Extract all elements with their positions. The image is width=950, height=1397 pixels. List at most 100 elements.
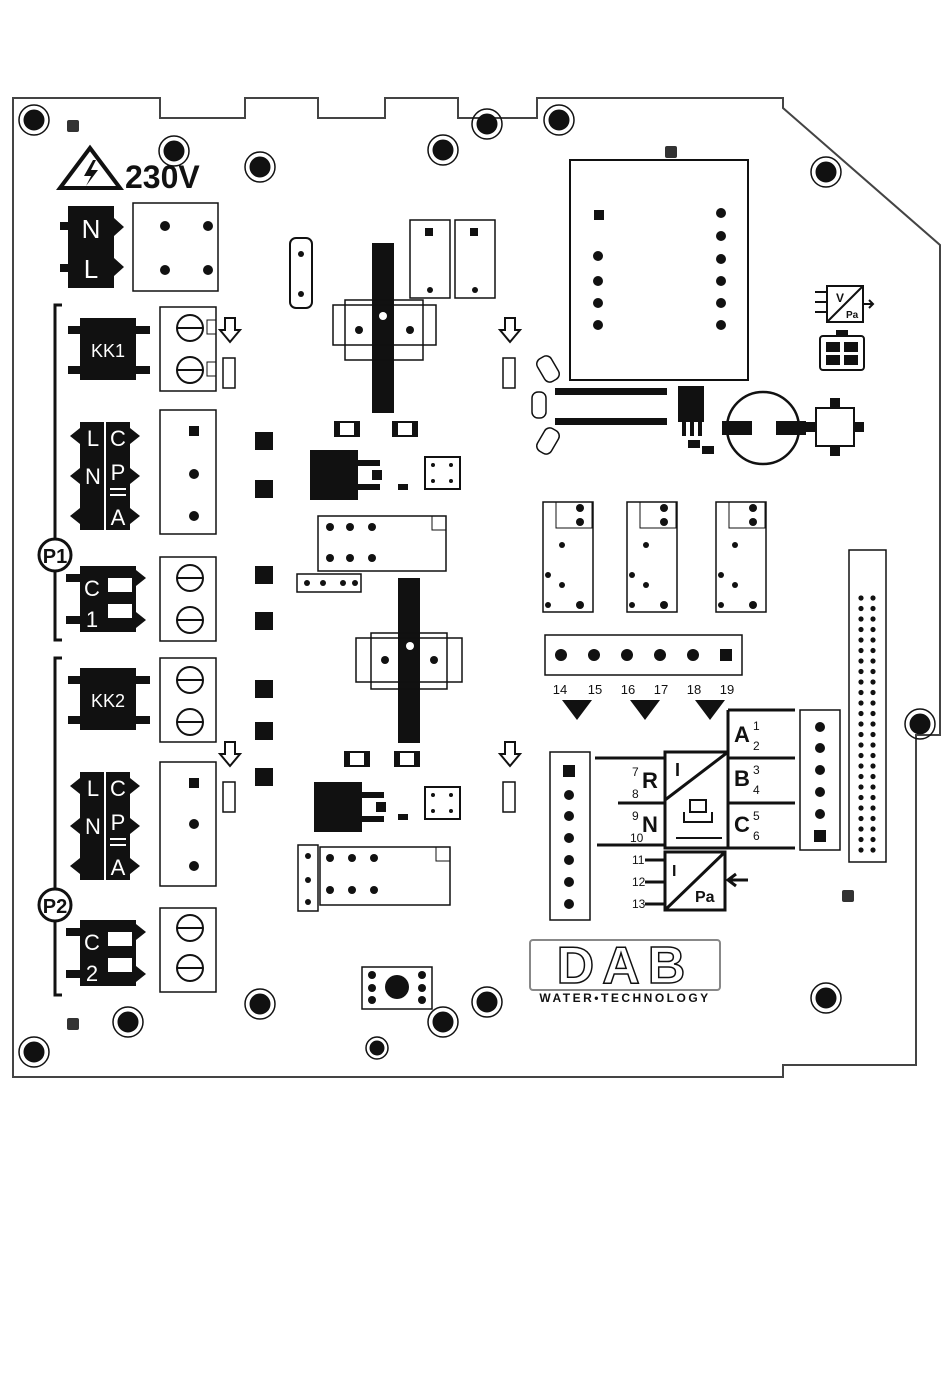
svg-text:I: I (672, 863, 676, 880)
ribbon-pin (858, 637, 863, 642)
pump2-badge: P2 (39, 889, 71, 921)
ribbon-pin (858, 700, 863, 705)
ribbon-pin (858, 627, 863, 632)
analog-transducer-input: I Pa 11 12 13 (632, 852, 748, 911)
mains-l-label: L (84, 254, 98, 284)
svg-text:Pa: Pa (695, 889, 715, 906)
ribbon-pin (870, 805, 875, 810)
svg-text:P: P (111, 810, 126, 835)
ribbon-pin (858, 595, 863, 600)
svg-text:C: C (84, 930, 100, 955)
svg-text:18: 18 (687, 682, 701, 697)
ribbon-pin (858, 763, 863, 768)
relay-lower (298, 845, 450, 911)
ribbon-pin (858, 826, 863, 831)
ribbon-pin (870, 606, 875, 611)
pressure-switch-p2: L N C P A (70, 772, 140, 880)
arrow-down-icon (500, 742, 520, 766)
svg-text:2: 2 (86, 961, 98, 986)
mains-n-label: N (82, 214, 101, 244)
svg-text:R: R (642, 768, 658, 793)
svg-text:C: C (84, 576, 100, 601)
svg-text:7: 7 (632, 765, 639, 779)
svg-text:9: 9 (632, 809, 639, 823)
heatsink-lower (356, 578, 462, 743)
relay-contact-icon (630, 700, 660, 720)
svg-text:N: N (85, 814, 101, 839)
electrolytic-capacitor (722, 392, 806, 464)
ribbon-pin (870, 616, 875, 621)
pump1-badge: P1 (39, 539, 71, 571)
arrow-down-icon (500, 318, 520, 342)
ribbon-pin (858, 784, 863, 789)
io-block: I 7 R 8 9 N 10 A 1 2 B 3 4 C 5 6 (595, 710, 795, 848)
logo-text: DAB (557, 937, 694, 995)
io-header-right (800, 710, 840, 850)
hole (811, 983, 841, 1013)
ribbon-pin (858, 679, 863, 684)
ribbon-pin (858, 837, 863, 842)
ribbon-pin (870, 690, 875, 695)
optocoupler-upper (398, 457, 460, 490)
bridge-rectifier (806, 398, 864, 456)
svg-text:10: 10 (630, 831, 644, 845)
relay-terminal-numbers: 14 15 16 17 18 19 (553, 682, 734, 720)
svg-text:6: 6 (753, 829, 760, 843)
svg-text:KK1: KK1 (91, 341, 125, 361)
hole (905, 709, 935, 739)
relay-contact-icon (562, 700, 592, 720)
ribbon-pin (870, 847, 875, 852)
relay-coil-icon (676, 800, 722, 838)
hole (428, 1007, 458, 1037)
ribbon-pin (870, 595, 875, 600)
svg-text:P: P (111, 460, 126, 485)
ribbon-pin (858, 711, 863, 716)
svg-text:B: B (734, 766, 750, 791)
svg-text:C: C (110, 776, 126, 801)
svg-text:L: L (87, 426, 99, 451)
dab-logo: DAB WATER•TECHNOLOGY (530, 937, 720, 1005)
ribbon-pin (870, 816, 875, 821)
svg-text:19: 19 (720, 682, 734, 697)
svg-text:V: V (836, 291, 844, 305)
hole (472, 987, 502, 1017)
ribbon-connector (849, 550, 886, 862)
svg-text:12: 12 (632, 875, 646, 889)
svg-text:3: 3 (753, 763, 760, 777)
triac-lower (314, 782, 386, 832)
ribbon-pin (870, 669, 875, 674)
pressure-transducer-symbol: V Pa (815, 286, 873, 322)
ribbon-pin (870, 774, 875, 779)
ribbon-pin (858, 795, 863, 800)
svg-text:1: 1 (86, 607, 98, 632)
ribbon-pin (870, 637, 875, 642)
ribbon-pin (858, 816, 863, 821)
ribbon-pin (870, 732, 875, 737)
resistor-array (532, 354, 667, 457)
ribbon-pin (870, 679, 875, 684)
capacitor-c2: C 2 (66, 920, 146, 986)
contactor-kk1: KK1 (68, 318, 150, 380)
ribbon-pin (858, 658, 863, 663)
terminal-block-p1-kk (160, 307, 216, 391)
hole (113, 1007, 143, 1037)
svg-text:11: 11 (632, 853, 645, 867)
terminal-block-p1-cap (160, 557, 216, 641)
ribbon-pin (858, 648, 863, 653)
svg-text:14: 14 (553, 682, 567, 697)
svg-text:C: C (110, 426, 126, 451)
heatsink-upper (333, 243, 436, 413)
transformer (570, 160, 748, 380)
signal-relays (543, 502, 766, 612)
terminal-block-p2-sensor (160, 762, 216, 886)
ribbon-pin (858, 690, 863, 695)
ribbon-pin (870, 648, 875, 653)
ribbon-pin (858, 732, 863, 737)
ribbon-pin (870, 784, 875, 789)
ribbon-pin (858, 669, 863, 674)
ribbon-pin (870, 795, 875, 800)
triac-upper (310, 450, 382, 500)
smd-pads (255, 432, 273, 786)
io-header-left (550, 752, 590, 920)
